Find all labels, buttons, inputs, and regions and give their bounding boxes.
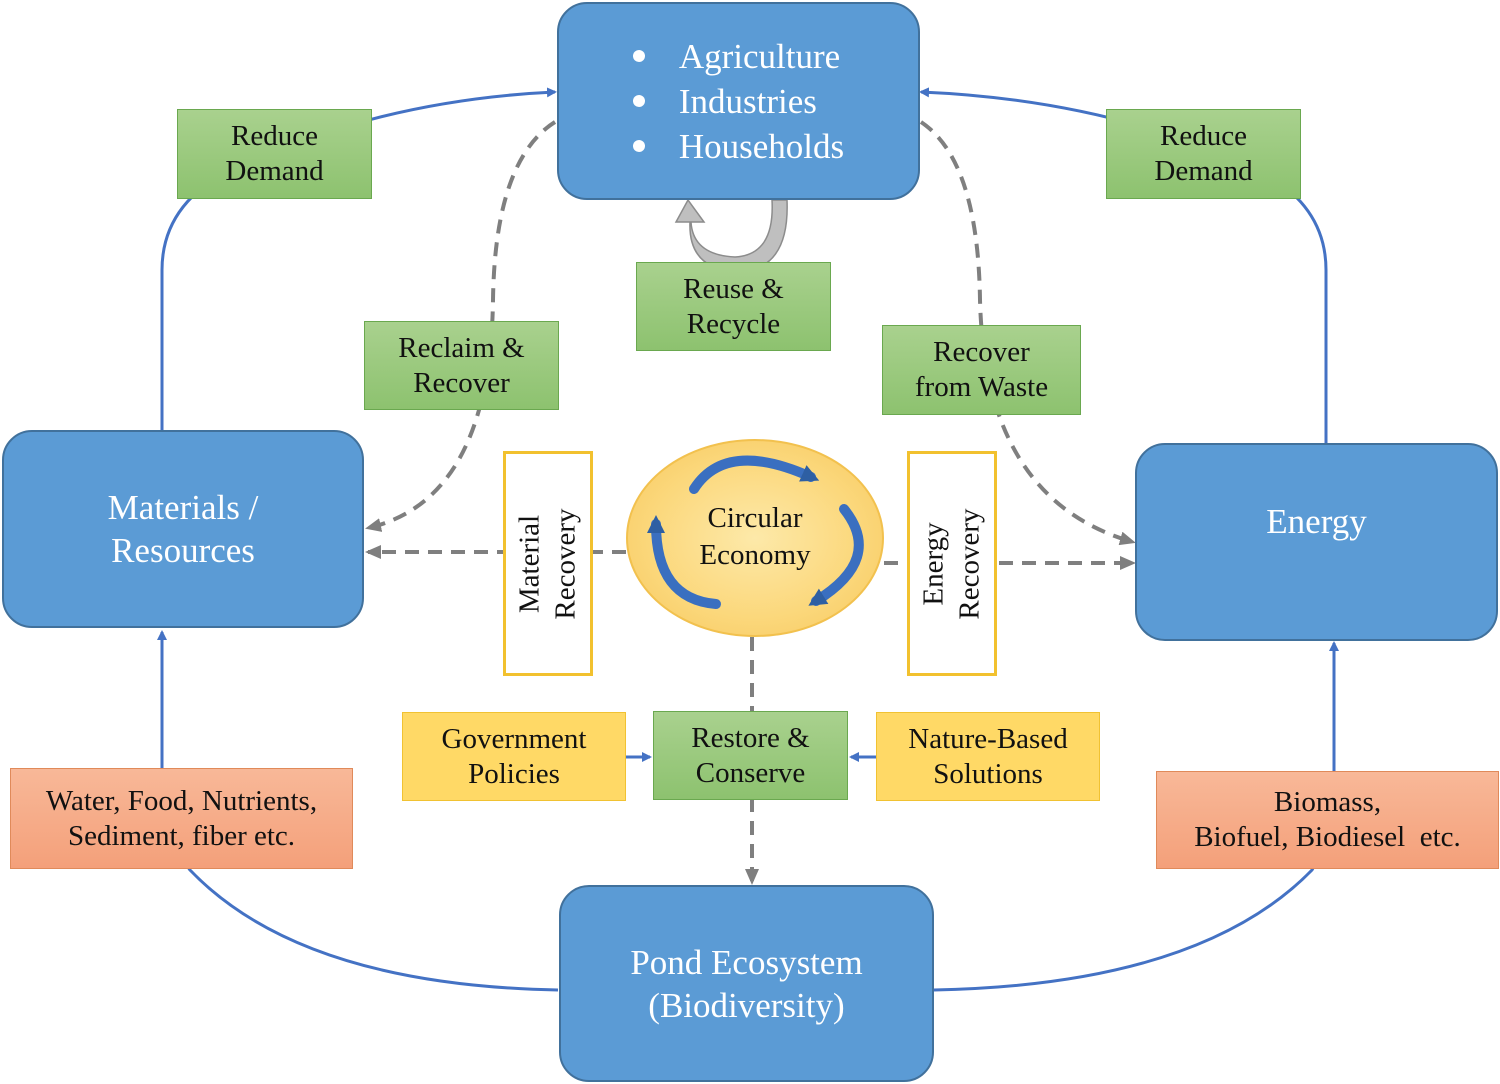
pond-label-line: (Biodiversity) [648,985,845,1025]
bullet-icon [632,50,645,62]
pond-label-line: Pond Ecosystem [630,942,863,982]
circular-economy-ellipse [626,439,884,637]
restore-conserve-box: Restore & Conserve [653,711,848,800]
reduce-demand-right-box: Reduce Demand [1106,109,1301,199]
bullet-icon [632,140,645,152]
bullet-icon [632,95,645,107]
arrow-pond-to-energy [933,641,1339,992]
users-item: Industries [632,79,844,124]
government-policies-box: Government Policies [402,712,626,801]
material-recovery-box: Material Recovery [503,451,593,676]
energy-recovery-label: Energy Recovery [918,507,986,620]
dashed-users-to-energy [919,120,1136,546]
energy-products-box: Biomass, Biofuel, Biodiesel etc. [1156,771,1499,869]
users-item: Households [632,124,844,169]
circular-economy-label: Circular Economy [699,502,811,571]
material-recovery-label: Material Recovery [514,507,582,620]
nature-based-solutions-box: Nature-Based Solutions [876,712,1100,801]
energy-recovery-box: Energy Recovery [907,451,997,676]
reduce-demand-left-box: Reduce Demand [177,109,372,199]
dashed-users-to-materials [365,120,557,532]
users-list: Agriculture Industries Households [632,34,844,169]
materials-products-box: Water, Food, Nutrients, Sediment, fiber … [10,768,353,869]
materials-label-line: Materials / [107,488,259,527]
users-item: Agriculture [632,34,844,79]
cycle-arrows-icon [647,455,864,609]
materials-resources-node: Materials / Resources [2,430,364,628]
materials-label-line: Resources [111,531,255,570]
reuse-recycle-box: Reuse & Recycle [636,262,831,351]
arrow-pond-to-materials [157,630,559,992]
pond-ecosystem-node: Pond Ecosystem (Biodiversity) [559,885,934,1082]
reclaim-recover-box: Reclaim & Recover [364,321,559,410]
recover-from-waste-box: Recover from Waste [882,325,1081,415]
energy-label: Energy [1266,502,1367,541]
users-node: Agriculture Industries Households [557,2,920,200]
energy-node: Energy [1135,443,1498,641]
